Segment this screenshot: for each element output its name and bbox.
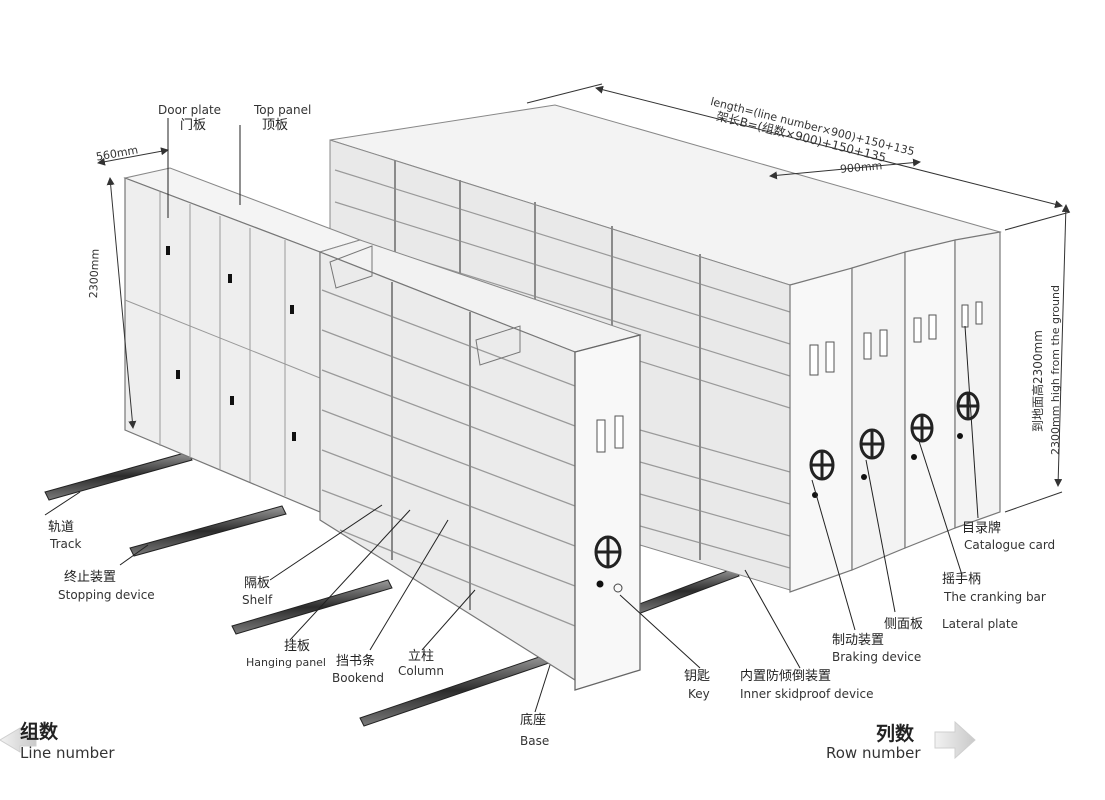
height-dimension: 2300mm bbox=[87, 248, 102, 299]
row-number-label-zh: 列数 bbox=[876, 723, 915, 745]
door-plate-label-zh: 门板 bbox=[180, 118, 207, 133]
front-open-shelving bbox=[318, 239, 642, 691]
catalogue-card-label-zh: 目录牌 bbox=[962, 521, 1002, 536]
lateral-plate-label-zh: 侧面板 bbox=[884, 617, 924, 632]
track-label-zh: 轨道 bbox=[48, 520, 75, 535]
door-lock bbox=[228, 274, 232, 283]
key-label-zh: 钥匙 bbox=[684, 669, 711, 684]
cranking-bar-label-zh: 摇手柄 bbox=[942, 572, 982, 587]
door-lock bbox=[230, 396, 234, 405]
door-lock bbox=[290, 305, 294, 314]
catalogue-card bbox=[975, 301, 983, 325]
tracks bbox=[44, 451, 740, 727]
catalogue-card-label-en: Catalogue card bbox=[964, 538, 1056, 552]
closed-cabinet-block bbox=[123, 167, 362, 513]
side-plate bbox=[904, 239, 956, 549]
side-plate bbox=[789, 267, 853, 593]
track-rail bbox=[633, 567, 740, 615]
catalogue-card bbox=[928, 314, 937, 340]
inner-skidproof-label-zh: 内置防倾倒装置 bbox=[740, 669, 832, 684]
stopping-device-label-zh: 终止装置 bbox=[64, 570, 117, 585]
column-label-en: Column bbox=[398, 664, 444, 678]
catalogue-card bbox=[961, 304, 969, 328]
hanging-panel-label-en: Hanging panel bbox=[246, 656, 326, 669]
catalogue-card bbox=[863, 332, 872, 360]
leader-lines bbox=[44, 118, 979, 713]
door-lock bbox=[176, 370, 180, 379]
base-label-zh: 底座 bbox=[520, 713, 547, 728]
catalogue-card bbox=[913, 317, 922, 343]
inner-skidproof-label-en: Inner skidproof device bbox=[740, 687, 874, 701]
lateral-plate-label-en: Lateral plate bbox=[942, 617, 1018, 631]
top-panel-label-zh: 顶板 bbox=[262, 118, 289, 133]
cranking-wheel-icon bbox=[594, 535, 622, 569]
ground-height-zh: 到地面高2300mm bbox=[1031, 330, 1045, 432]
cranking-bar-label-en: The cranking bar bbox=[944, 590, 1046, 604]
catalogue-card bbox=[596, 419, 606, 453]
line-number-label-zh: 组数 bbox=[20, 721, 59, 743]
track-rail bbox=[44, 451, 193, 501]
key-icon bbox=[613, 583, 623, 593]
door-lock bbox=[166, 246, 170, 255]
catalogue-card bbox=[614, 415, 624, 449]
column-label-zh: 立柱 bbox=[408, 649, 435, 664]
key-label-en: Key bbox=[688, 687, 710, 701]
ground-height-en: 2300mm high from the ground bbox=[1049, 285, 1062, 455]
catalogue-card bbox=[825, 341, 835, 373]
direction-arrows bbox=[0, 720, 976, 760]
door-lock bbox=[292, 432, 296, 441]
dimension-lines bbox=[97, 83, 1071, 513]
stopping-device-label-en: Stopping device bbox=[58, 588, 155, 602]
row-number-label-en: Row number bbox=[826, 744, 921, 762]
braking-device-label-zh: 制动装置 bbox=[832, 633, 885, 648]
track-rail bbox=[129, 505, 287, 557]
top-panel-label-en: Top panel bbox=[254, 103, 312, 117]
catalogue-card bbox=[879, 329, 888, 357]
braking-device-label-en: Braking device bbox=[832, 650, 922, 664]
side-plate bbox=[851, 251, 906, 571]
front-lateral-plate bbox=[574, 334, 641, 691]
track-rail bbox=[231, 579, 393, 635]
row-number-arrow-icon bbox=[934, 720, 976, 760]
shelf-label-zh: 隔板 bbox=[244, 576, 271, 591]
side-plate bbox=[954, 231, 1001, 529]
base-label-en: Base bbox=[520, 734, 550, 748]
track-label-en: Track bbox=[50, 537, 82, 551]
line-number-arrow-icon bbox=[0, 727, 37, 753]
shelf-label-en: Shelf bbox=[242, 593, 273, 607]
bookend-label-en: Bookend bbox=[332, 671, 385, 685]
catalogue-card bbox=[809, 344, 819, 376]
cranking-wheel-icon bbox=[809, 391, 980, 481]
bookend-label-zh: 挡书条 bbox=[336, 654, 376, 669]
door-plate-label-en: Door plate bbox=[158, 103, 222, 117]
line-number-label-en: Line number bbox=[20, 744, 115, 762]
hanging-panel-label-zh: 挂板 bbox=[284, 639, 311, 654]
